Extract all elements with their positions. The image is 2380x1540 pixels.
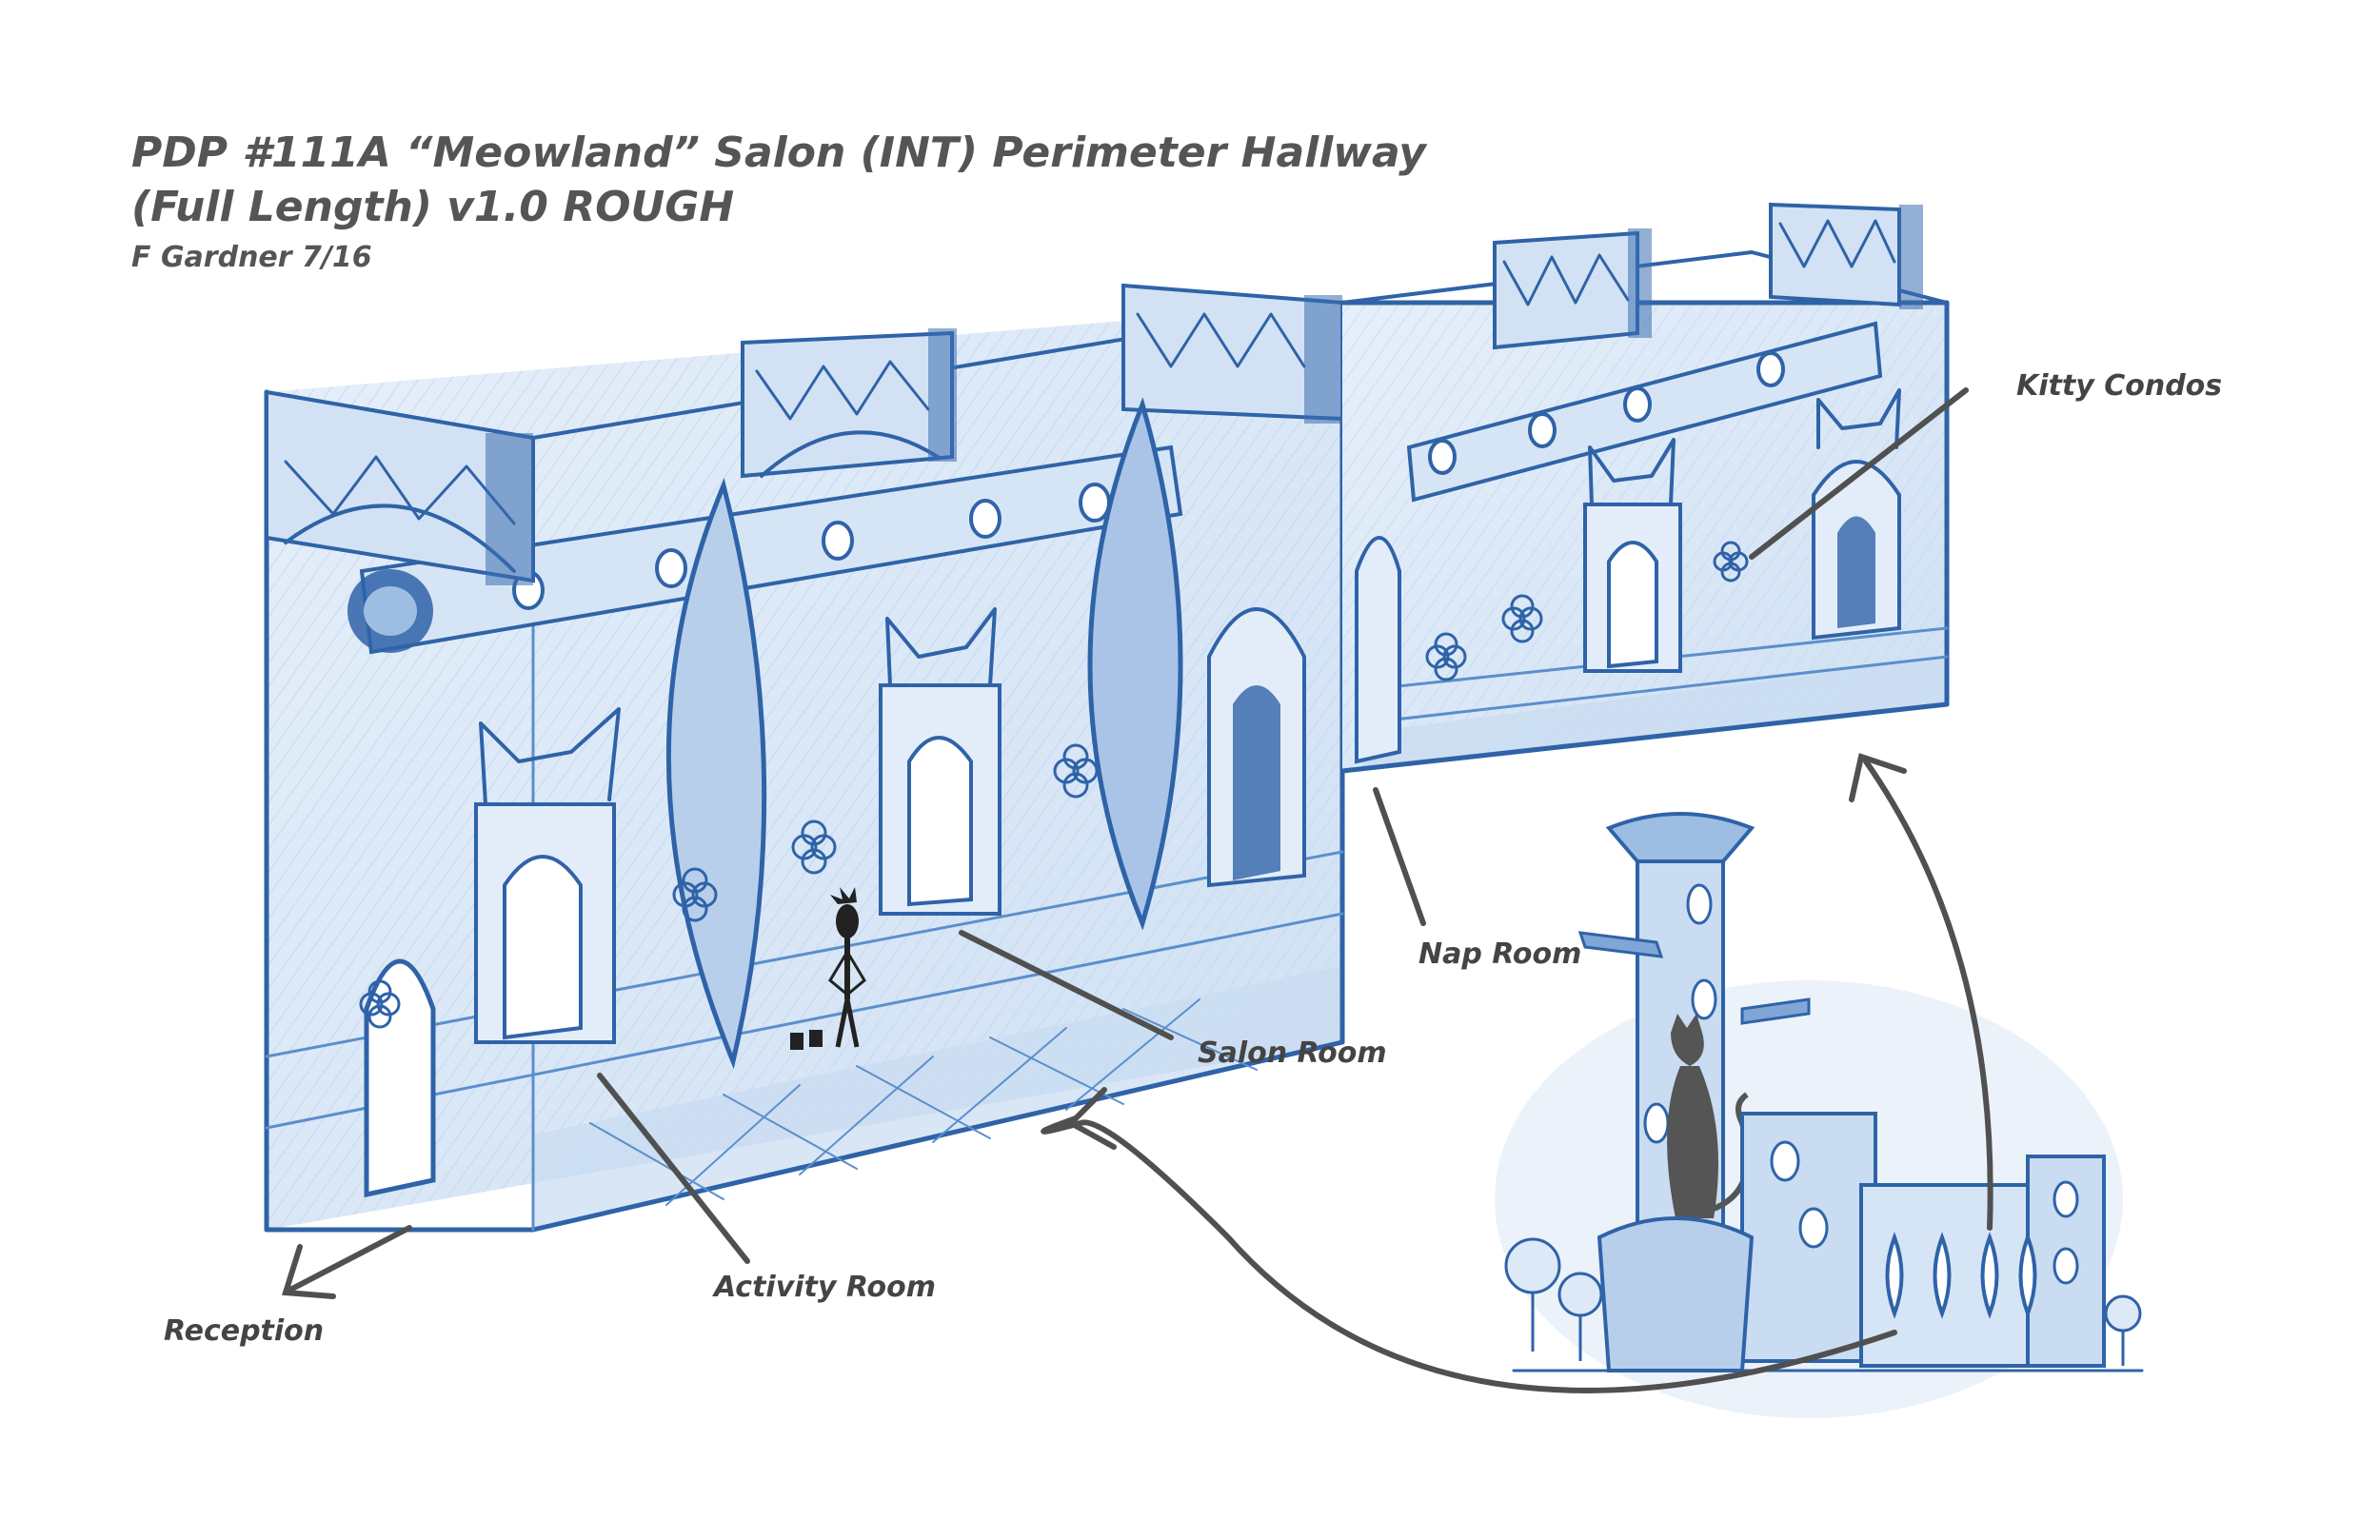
brick-parapet-4 <box>1493 228 1652 350</box>
leader-kitty-condos <box>1749 387 1969 560</box>
arrow-to-kitty-condos <box>1863 759 1993 1231</box>
salon-room-divider <box>1087 397 1183 931</box>
leader-activity-room <box>597 1073 750 1264</box>
activity-room-divider <box>665 478 767 1070</box>
sitting-cat <box>1667 1014 1751 1218</box>
activity-room-archway <box>364 958 436 1198</box>
arrow-to-salon-room <box>1041 1116 1897 1393</box>
arrow-to-kitty-condos-head <box>1849 753 1907 802</box>
brick-parapet-1 <box>265 389 535 585</box>
trees <box>1504 1237 2142 1366</box>
clover-decorations-left <box>359 743 1099 1029</box>
exterior-building-sketch <box>1495 812 2144 1418</box>
right-floor <box>1361 657 1947 771</box>
right-duct-portholes <box>1428 351 1785 475</box>
leader-salon-room <box>959 930 1174 1040</box>
clover-decorations-right <box>1425 541 1749 681</box>
lens-windows <box>1885 1232 2037 1319</box>
label-activity-room: Activity Room <box>712 1271 936 1304</box>
annotation-arrows <box>282 387 1993 1393</box>
label-salon-room: Salon Room <box>1198 1037 1387 1070</box>
nap-room-cat-door <box>1583 438 1682 673</box>
title-line-1: PDP #111A “Meowland” Salon (INT) Perimet… <box>131 128 1428 177</box>
left-hallway-section <box>264 283 1345 1233</box>
title-line-2: (Full Length) v1.0 ROUGH <box>131 183 734 231</box>
activity-room-door <box>474 707 621 1044</box>
salon-room-archway <box>1207 607 1306 888</box>
label-reception: Reception <box>164 1314 324 1348</box>
salon-room-door <box>879 607 1002 916</box>
artist-byline: F Gardner 7/16 <box>131 241 372 274</box>
duct-portholes <box>512 483 1111 610</box>
arrow-to-reception <box>288 1225 412 1293</box>
right-hallway-section <box>1339 202 1950 774</box>
brick-parapet-5 <box>1769 202 1923 309</box>
brick-parapet-2 <box>741 328 957 479</box>
arrow-to-reception-head <box>282 1244 336 1299</box>
nap-room-door <box>1355 536 1401 764</box>
character-figure <box>790 887 866 1050</box>
leader-nap-room <box>1373 787 1426 926</box>
label-kitty-condos: Kitty Condos <box>2016 369 2222 403</box>
kitty-condos-door <box>1812 388 1901 641</box>
entrance-canopy <box>1597 1216 1755 1372</box>
label-nap-room: Nap Room <box>1418 938 1581 971</box>
brick-parapet-3 <box>1121 283 1344 424</box>
arrow-to-salon-room-head <box>1066 1087 1117 1150</box>
left-floor <box>533 966 1342 1230</box>
